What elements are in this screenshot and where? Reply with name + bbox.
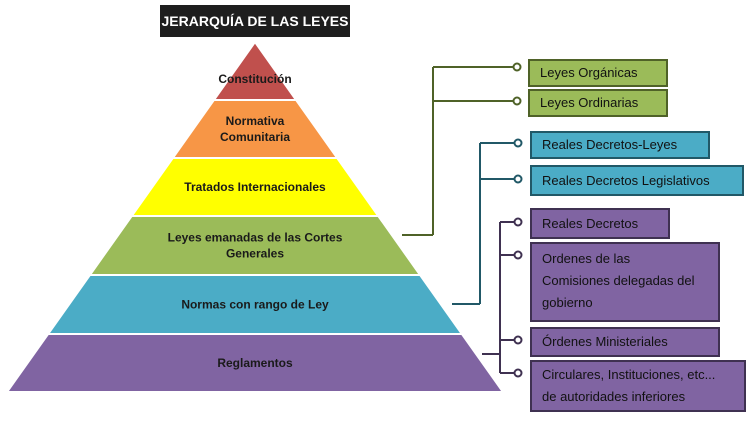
pyramid-level (211, 40, 299, 101)
pyramid-level (5, 333, 505, 393)
box-reales-decretos: Reales Decretos (530, 208, 670, 239)
box-label-line: Circulares, Instituciones, etc... (542, 367, 716, 382)
pyramid-level (87, 215, 423, 276)
box-leyes-organicas: Leyes Orgánicas (528, 59, 668, 87)
pyramid-level-label: Leyes emanadas de las Cortes (168, 231, 343, 245)
connector-dot (513, 138, 523, 148)
pyramid-level-label: Normas con rango de Ley (181, 298, 329, 312)
connector-dot (513, 174, 523, 184)
pyramid-level-label: Reglamentos (217, 356, 293, 370)
pyramid-level-label: Constitución (218, 72, 291, 86)
box-label: Reales Decretos-Leyes (542, 137, 678, 152)
connector-dot (513, 335, 523, 345)
connector-dot (513, 368, 523, 378)
box-ordenes-ministeriales: Órdenes Ministeriales (530, 327, 720, 357)
box-label-line: gobierno (542, 295, 593, 310)
connector-dot (512, 96, 522, 106)
diagram-title: JERARQUÍA DE LAS LEYES (160, 5, 350, 37)
connectors (402, 62, 523, 378)
box-label: Reales Decretos Legislativos (542, 172, 710, 188)
box-label-line: Comisiones delegadas del (542, 273, 695, 288)
box-reales-decretos-leyes: Reales Decretos-Leyes (530, 131, 710, 159)
connector-dot (513, 217, 523, 227)
pyramid-level (170, 99, 340, 159)
box-circulares: Circulares, Instituciones, etc... de aut… (530, 360, 746, 412)
box-leyes-ordinarias: Leyes Ordinarias (528, 89, 668, 117)
box-label: Leyes Ordinarias (540, 95, 639, 110)
pyramid-level-label: Comunitaria (220, 130, 290, 144)
box-ordenes-comisiones: Ordenes de las Comisiones delegadas del … (530, 242, 720, 322)
box-label: Reales Decretos (542, 215, 639, 231)
box-label: Leyes Orgánicas (540, 65, 638, 80)
connector-dot (512, 62, 522, 72)
connector-dot (513, 250, 523, 260)
pyramid: ConstituciónNormativaComunitariaTratados… (5, 40, 505, 393)
pyramid-level-label: Generales (226, 247, 284, 261)
box-reales-decretos-legislativos: Reales Decretos Legislativos (530, 165, 744, 196)
box-label: Órdenes Ministeriales (542, 334, 668, 349)
box-label-line: de autoridades inferiores (542, 389, 686, 404)
pyramid-level-label: Normativa (226, 114, 285, 128)
pyramid-level-label: Tratados Internacionales (184, 180, 326, 194)
box-label-line: Ordenes de las (542, 251, 631, 266)
